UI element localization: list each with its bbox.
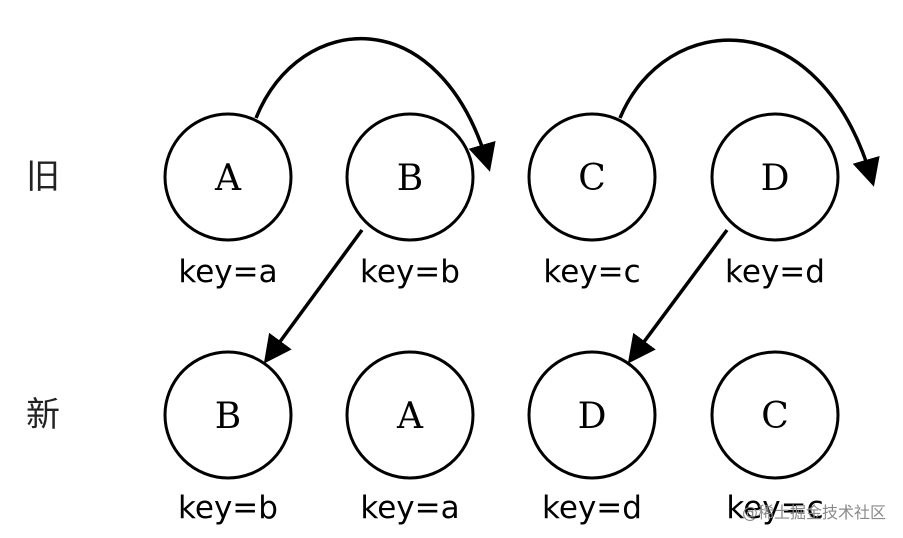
new-node-3: D key=d (527, 350, 657, 526)
map-arrow-b (263, 228, 364, 364)
node-circle (710, 350, 840, 480)
new-node-2: A key=a (345, 350, 475, 526)
node-key-label: key=c (543, 254, 640, 290)
node-key-label: key=d (725, 254, 825, 290)
move-arrow-a-after-b (254, 36, 496, 172)
node-key-label: key=b (178, 490, 278, 526)
node-key-label: key=b (360, 254, 460, 290)
node-circle (345, 350, 475, 480)
move-arrow-c-after-d (618, 38, 880, 187)
old-node-2: B key=b (345, 112, 475, 290)
row-label-old: 旧 (26, 157, 60, 197)
map-arrow-d (627, 228, 729, 364)
node-circle (710, 112, 840, 242)
node-circle (163, 112, 293, 242)
node-letter: D (578, 396, 607, 437)
node-circle (163, 350, 293, 480)
node-letter: C (578, 158, 606, 199)
node-letter: D (761, 158, 790, 199)
watermark-text: @稀土掘金技术社区 (742, 503, 886, 522)
node-circle (345, 112, 475, 242)
node-key-label: key=a (178, 254, 277, 290)
node-key-label: key=d (542, 490, 642, 526)
node-letter: A (214, 158, 242, 199)
node-letter: C (761, 396, 789, 437)
old-node-3: C key=c (527, 112, 657, 290)
new-node-1: B key=b (163, 350, 293, 526)
node-letter: B (215, 396, 241, 437)
node-circle (527, 350, 657, 480)
row-label-new: 新 (26, 395, 60, 435)
old-node-4: D key=d (710, 112, 840, 290)
node-letter: B (397, 158, 423, 199)
node-key-label: key=c (726, 490, 823, 526)
old-node-1: A key=a (163, 112, 293, 290)
new-node-4: C key=c (710, 350, 840, 526)
node-key-label: key=a (360, 490, 459, 526)
node-circle (527, 112, 657, 242)
node-letter: A (396, 396, 424, 437)
